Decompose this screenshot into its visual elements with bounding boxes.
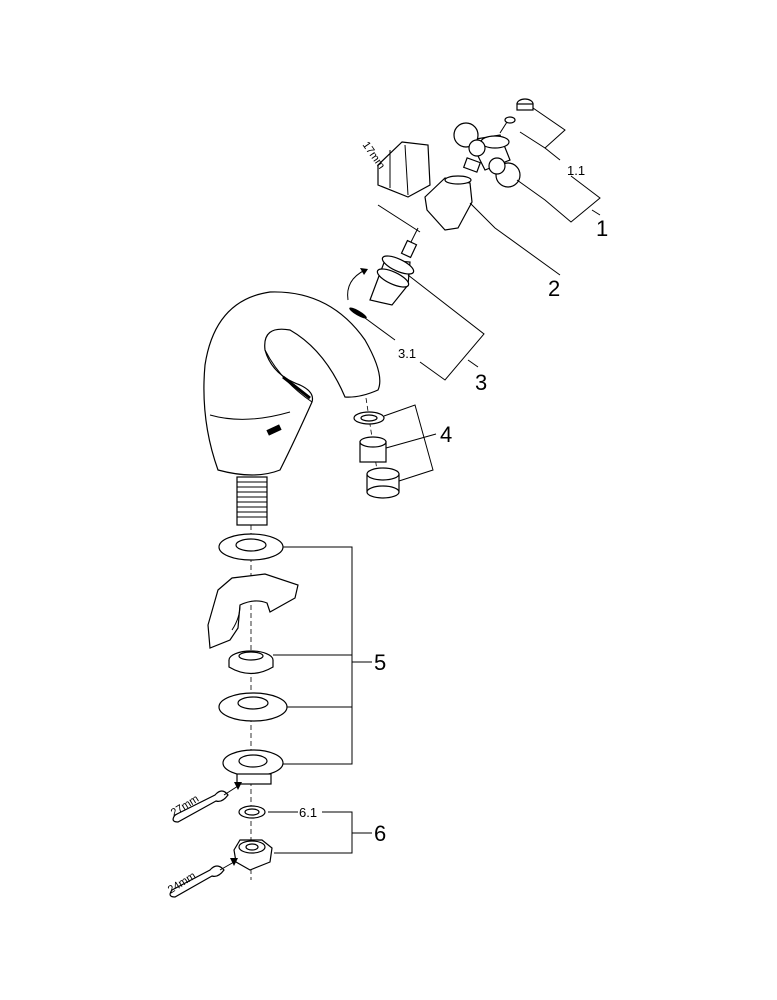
wrench-27mm-icon: 27mm bbox=[169, 782, 242, 823]
callout-3: 3 bbox=[475, 370, 487, 395]
top-washer-icon bbox=[218, 533, 284, 561]
callout-5: 5 bbox=[374, 650, 386, 675]
aerator-icon bbox=[353, 397, 400, 499]
sealing-washer-icon bbox=[238, 805, 266, 819]
callout-6-1: 6.1 bbox=[299, 805, 317, 820]
socket-17mm-icon: 17mm bbox=[360, 140, 431, 198]
callout-1: 1 bbox=[596, 216, 608, 241]
callout-6: 6 bbox=[374, 821, 386, 846]
handle-cap-icon bbox=[424, 175, 473, 231]
callout-2: 2 bbox=[548, 276, 560, 301]
tool-size-17mm: 17mm bbox=[360, 140, 387, 172]
callout-1-1: 1.1 bbox=[567, 163, 585, 178]
callout-3-1: 3.1 bbox=[398, 346, 416, 361]
basin-cutaway-icon bbox=[207, 573, 299, 649]
union-nut-icon bbox=[233, 839, 273, 871]
headpart-cartridge-icon bbox=[347, 239, 418, 319]
cross-handle-icon bbox=[453, 98, 534, 188]
metal-washer-icon bbox=[218, 692, 288, 722]
callout-4: 4 bbox=[440, 422, 452, 447]
spout-body-icon bbox=[203, 291, 381, 526]
fixing-nut-icon bbox=[222, 749, 284, 785]
wrench-24mm-icon: 24mm bbox=[166, 858, 238, 898]
rubber-ring-icon bbox=[228, 650, 274, 675]
